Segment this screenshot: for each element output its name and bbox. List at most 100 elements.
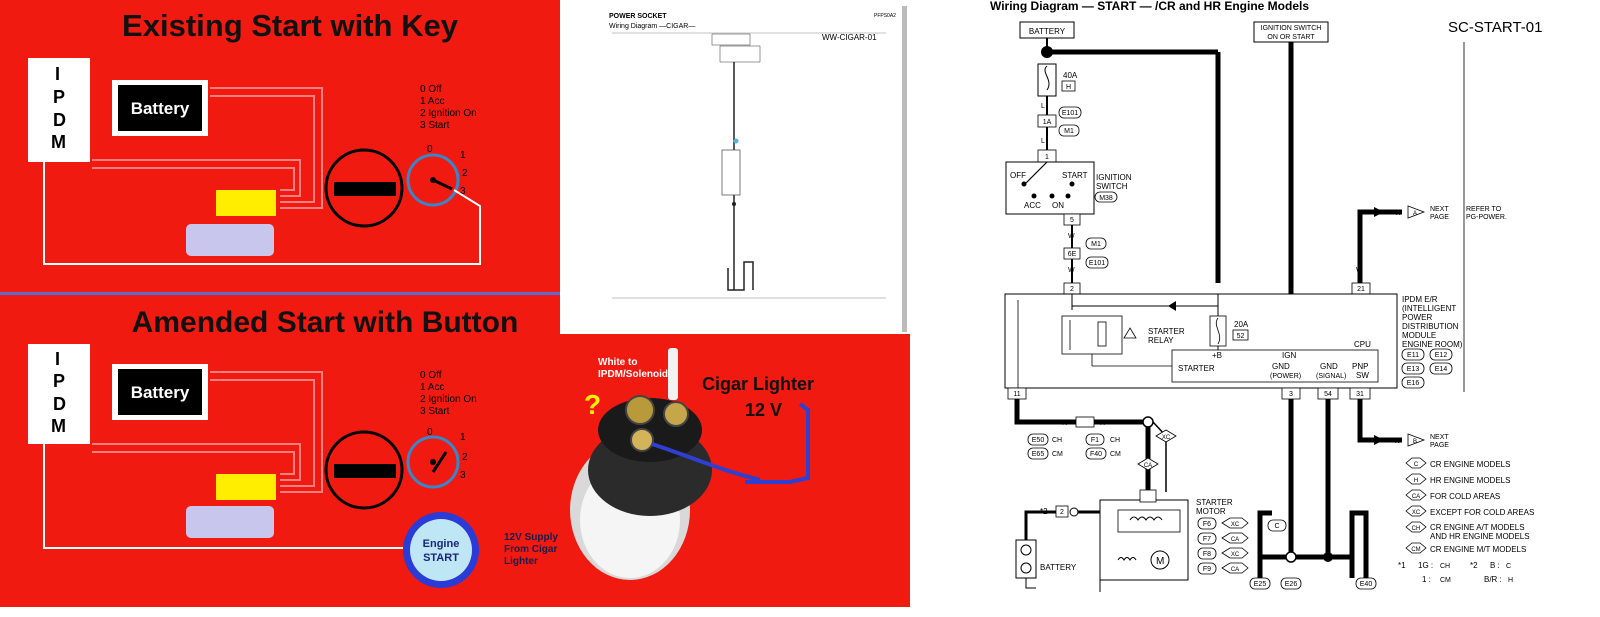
battery-cables [92, 87, 323, 209]
cigar-voltage: 12 V [745, 400, 782, 420]
svg-text:W: W [1068, 267, 1075, 274]
svg-text:DISTRIBUTION: DISTRIBUTION [1402, 322, 1459, 331]
svg-text:GND: GND [1272, 362, 1290, 371]
button-label: START [423, 552, 459, 564]
ipdm-letter: M [51, 132, 66, 152]
svg-text:B: B [1288, 407, 1293, 414]
svg-text:F9: F9 [1203, 566, 1211, 573]
power-socket-diagram: POWER SOCKET PFPS0A2 Wiring Diagram —CIG… [600, 6, 907, 332]
svg-text:CA: CA [1231, 567, 1239, 573]
start-wire [43, 160, 481, 265]
svg-text:5: 5 [1070, 217, 1074, 224]
svg-text:CR ENGINE M/T MODELS: CR ENGINE M/T MODELS [1430, 545, 1526, 554]
svg-text:SWITCH: SWITCH [1096, 182, 1128, 191]
legend-line: 1 Acc [420, 96, 444, 107]
white-note: White to [598, 357, 637, 368]
svg-text:POWER: POWER [1402, 313, 1432, 322]
battery-symbol [1015, 539, 1037, 579]
ipdm-letter: M [51, 416, 66, 436]
svg-text:CA: CA [1412, 494, 1420, 500]
panel-divider [0, 292, 560, 295]
svg-text:W: W [1356, 267, 1363, 274]
cigar-title: Cigar Lighter [702, 374, 814, 394]
svg-text:(SIGNAL): (SIGNAL) [1316, 373, 1346, 380]
cpu [1171, 349, 1379, 383]
svg-text:CPU: CPU [1354, 340, 1371, 349]
pos-label: 0 [427, 427, 433, 438]
pos-label: 3 [460, 470, 466, 481]
pos-label: 2 [462, 168, 468, 179]
existing-panel-bg [0, 0, 560, 292]
svg-text:E101: E101 [1089, 260, 1105, 267]
cigar-wire [745, 402, 810, 484]
steering-spoke [334, 182, 396, 196]
ipdm-letter: I [55, 64, 60, 84]
svg-text:54: 54 [1324, 391, 1332, 398]
key-switch [406, 153, 460, 207]
svg-text:2: 2 [1070, 286, 1074, 293]
svg-text:STARTER: STARTER [1148, 327, 1185, 336]
key-pointer [432, 178, 453, 191]
ipdm-letter: D [53, 110, 66, 130]
white-note: IPDM/Solenoid [598, 369, 668, 380]
svg-text:ENGINE ROOM): ENGINE ROOM) [1402, 340, 1463, 349]
svg-text:MODULE: MODULE [1402, 331, 1436, 340]
svg-text:XC: XC [1231, 522, 1240, 528]
svg-text:FOR COLD AREAS: FOR COLD AREAS [1430, 492, 1500, 501]
ipdm-letter: P [53, 87, 65, 107]
svg-text:AND HR ENGINE MODELS: AND HR ENGINE MODELS [1430, 532, 1530, 541]
svg-text:MOTOR: MOTOR [1196, 507, 1226, 516]
svg-text:PNP: PNP [1352, 362, 1368, 371]
svg-text:H: H [1508, 577, 1513, 584]
svg-text:6E: 6E [1068, 251, 1077, 258]
svg-text:(INTELLIGENT: (INTELLIGENT [1402, 304, 1456, 313]
pos-label: 1 [460, 150, 466, 161]
svg-text:STARTER: STARTER [1178, 364, 1215, 373]
svg-text:L: L [1041, 138, 1045, 145]
supply-note: Lighter [504, 556, 538, 567]
svg-text:C: C [1274, 523, 1279, 530]
svg-text:A: A [1413, 211, 1417, 217]
legend-line: 0 Off [420, 84, 442, 95]
legend-line: 1 Acc [420, 382, 444, 393]
battery-label: Battery [131, 99, 190, 118]
svg-text:XC: XC [1162, 435, 1171, 441]
svg-text:11: 11 [1013, 391, 1020, 398]
svg-text:F40: F40 [1090, 451, 1102, 458]
svg-text:IGN: IGN [1282, 351, 1296, 360]
socket-code: PFPS0A2 [874, 13, 896, 19]
svg-text:F8: F8 [1203, 551, 1211, 558]
battery-box [118, 369, 202, 415]
svg-text:CR ENGINE A/T MODELS: CR ENGINE A/T MODELS [1430, 523, 1525, 532]
svg-text:CM: CM [1411, 547, 1420, 553]
svg-text:B: B [1325, 407, 1330, 414]
supply-note: 12V Supply [504, 532, 558, 543]
start-wire [43, 444, 410, 549]
ipdm-letter: D [53, 394, 66, 414]
ipdm-letter: I [55, 349, 60, 369]
svg-text:W: W [1395, 210, 1402, 217]
pos-label: 1 [460, 432, 466, 443]
svg-text:CH: CH [1110, 437, 1120, 444]
svg-text:C: C [1506, 563, 1511, 570]
svg-text:E40: E40 [1360, 581, 1373, 588]
svg-text:M1: M1 [1091, 241, 1101, 248]
svg-text:B: B [1413, 439, 1417, 445]
svg-text:CH: CH [1440, 563, 1450, 570]
svg-text:IPDM E/R: IPDM E/R [1402, 295, 1438, 304]
key-switch [406, 435, 460, 489]
svg-text:+B: +B [1212, 351, 1222, 360]
svg-text:*1: *1 [1398, 561, 1406, 570]
white-wire [668, 348, 678, 400]
start-header: Wiring Diagram — START — /CR and HR Engi… [990, 0, 1309, 13]
starter-block [186, 224, 274, 256]
svg-text:C: C [1414, 462, 1419, 468]
socket-diagram-id: WW-CIGAR-01 [822, 33, 877, 42]
start-wiring-diagram: Wiring Diagram — START — /CR and HR Engi… [985, 0, 1600, 617]
steering-wheel [324, 148, 404, 228]
ipdm-box [28, 344, 90, 444]
svg-text:E50: E50 [1032, 437, 1045, 444]
svg-text:CH: CH [1052, 437, 1062, 444]
ipdm-box [28, 58, 90, 162]
svg-text:1A: 1A [1043, 119, 1052, 126]
